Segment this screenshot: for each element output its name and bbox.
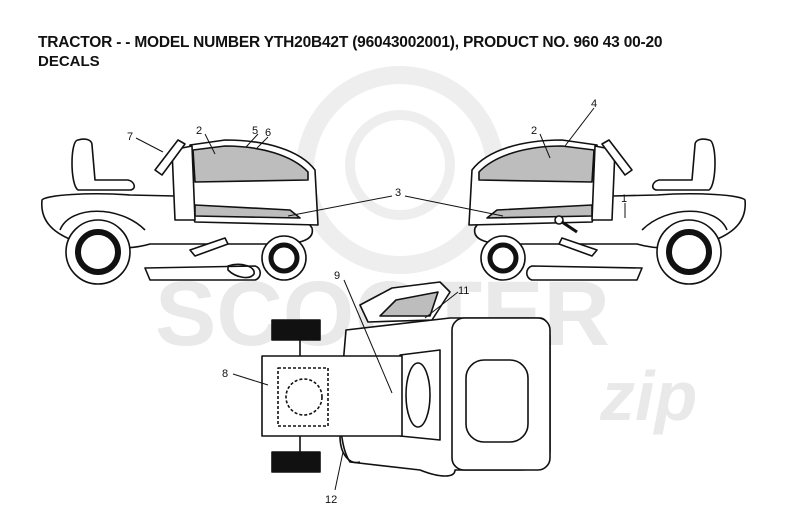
callout-4: 4 (591, 98, 597, 110)
watermark-brand-suffix: zip (599, 357, 697, 435)
top-front-wheel-upper (271, 319, 321, 341)
leader-3a (287, 195, 393, 217)
top-hood-decal-circle (285, 378, 323, 416)
pedal (189, 237, 229, 257)
leader-3b (404, 195, 504, 217)
callout-5: 5 (252, 125, 258, 137)
callout-3: 3 (395, 187, 401, 199)
watermark-logo-ring (296, 66, 504, 274)
callout-11: 11 (458, 285, 469, 297)
seat (71, 138, 136, 191)
leader-7 (135, 137, 164, 153)
tractor-top-view (261, 281, 551, 477)
leader-9 (343, 279, 393, 394)
callout-labels: 7 2 5 6 3 2 4 1 9 11 8 12 (127, 98, 627, 506)
front-wheel-hub (268, 242, 300, 274)
leader-2a (204, 133, 216, 155)
leader-5 (245, 133, 259, 148)
page-title: TRACTOR - - MODEL NUMBER YTH20B42T (9604… (38, 34, 663, 51)
watermark-logo-inner (345, 110, 455, 220)
leader-12 (334, 451, 344, 491)
leader-8 (232, 373, 269, 386)
top-front-wheel-lower (271, 451, 321, 473)
callout-2-right: 2 (531, 125, 537, 137)
leader-2b (539, 133, 551, 159)
rear-wheel-hub (75, 229, 121, 275)
callout-1: 1 (621, 193, 627, 205)
console (171, 145, 196, 221)
callout-7: 7 (127, 131, 133, 143)
callout-12: 12 (325, 494, 337, 506)
deck-chute (227, 263, 255, 279)
rear-fender (59, 210, 146, 231)
tractor-right-side-view (468, 138, 746, 285)
callout-8: 8 (222, 368, 228, 380)
top-rear-wheel (465, 359, 529, 443)
steering-wheel (154, 139, 186, 176)
tractor-left-side-view (41, 138, 319, 285)
callout-2-left: 2 (196, 125, 202, 137)
hood-decal (192, 145, 309, 183)
leader-6 (256, 136, 269, 149)
callout-9: 9 (334, 270, 340, 282)
top-steering (405, 362, 431, 428)
mower-deck (144, 265, 262, 281)
seat-decal (379, 291, 439, 317)
callout-6: 6 (265, 127, 271, 139)
page-subtitle: DECALS (38, 53, 100, 70)
leader-lines (135, 107, 626, 491)
leader-11 (424, 291, 459, 319)
top-deck-chute (339, 435, 361, 464)
leader-4 (564, 107, 595, 147)
